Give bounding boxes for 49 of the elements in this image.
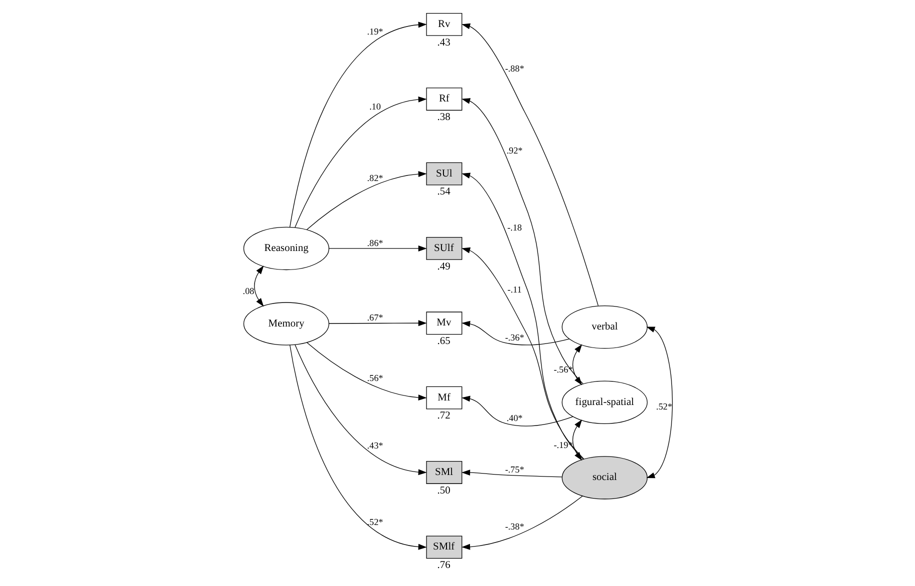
- edge-label: .43*: [367, 440, 384, 450]
- node-label: .65: [437, 336, 450, 347]
- edge-label: .86*: [367, 238, 384, 248]
- edge-label: .40*: [506, 412, 523, 423]
- node-label: .43: [437, 37, 450, 48]
- arrow: [290, 22, 427, 228]
- arrow: [462, 98, 584, 384]
- arrow: [328, 245, 427, 252]
- arrow: [646, 326, 673, 478]
- arrow: [462, 320, 570, 346]
- arrow: [572, 344, 582, 386]
- arrow: [290, 344, 427, 550]
- node-label: .76: [437, 560, 450, 571]
- edge-label: .92*: [506, 146, 523, 156]
- arrow: [306, 342, 427, 400]
- edge-label: -.88*: [505, 64, 524, 74]
- edge-label: .67*: [367, 312, 384, 323]
- edge-label: .82*: [367, 173, 384, 184]
- arrow: [462, 470, 562, 478]
- arrow: [462, 23, 599, 306]
- arrow: [462, 247, 584, 460]
- node-ellipse: verbal: [562, 305, 648, 349]
- node-label: .54: [437, 186, 450, 198]
- arrow: [328, 320, 427, 326]
- node-ellipse: social: [562, 456, 648, 500]
- node-ellipse: Memory: [243, 302, 330, 346]
- edge-label: .52*: [367, 517, 384, 528]
- node-label: .38: [437, 112, 450, 123]
- edge-label: -.36*: [505, 332, 524, 342]
- edge-label: -.75*: [505, 464, 524, 475]
- edge-label: .08: [242, 286, 254, 296]
- arrow: [306, 171, 427, 230]
- edge-label: -.18: [507, 222, 522, 232]
- edge-label: .10: [369, 102, 381, 112]
- node-label: .72: [437, 410, 450, 422]
- node-ellipse: figural-spatial: [562, 380, 648, 424]
- arrow: [294, 96, 427, 228]
- node-ellipse: Reasoning: [243, 226, 330, 270]
- arrow: [462, 396, 574, 426]
- arrow: [254, 266, 264, 307]
- edge-label: .52*: [656, 402, 672, 412]
- arrow: [462, 496, 583, 550]
- arrow: [294, 344, 427, 476]
- edge-label: .19*: [367, 26, 384, 36]
- node-label: .50: [437, 485, 450, 496]
- node-label: .49: [437, 261, 450, 272]
- edge-label: -.11: [508, 284, 522, 294]
- edge-label: .56*: [367, 372, 384, 383]
- edge-label: -.38*: [505, 522, 524, 532]
